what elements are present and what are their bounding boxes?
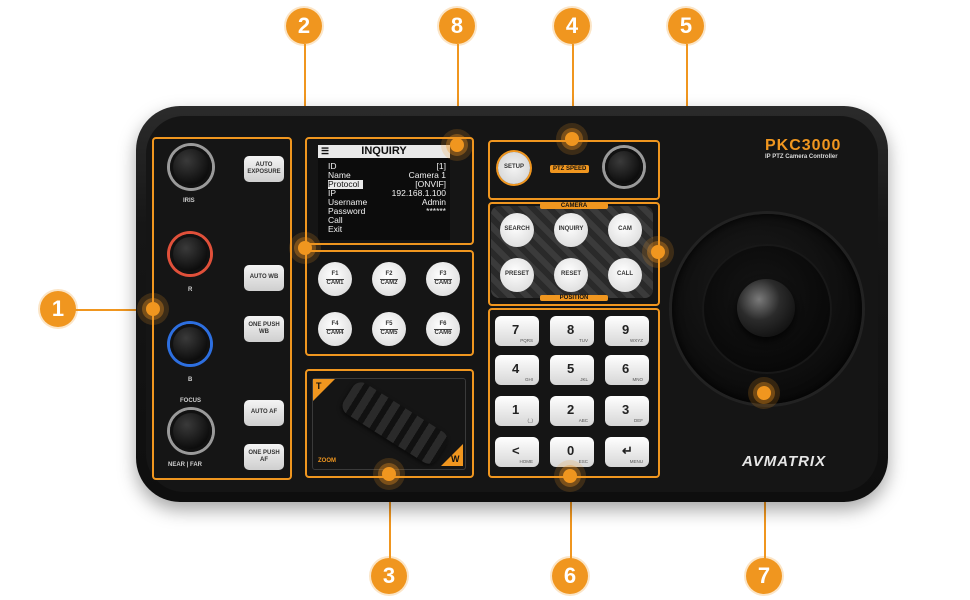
callout-5: 5	[668, 8, 704, 44]
iris-label: IRIS	[183, 198, 195, 204]
preset-button[interactable]: PRESET	[500, 258, 534, 292]
auto-wb-button[interactable]: AUTO WB	[244, 265, 284, 291]
screen-row-value: 192.168.1.100	[391, 188, 446, 198]
screen-row-key: Exit	[328, 224, 343, 234]
menu-icon: ☰	[321, 146, 330, 156]
key-enter-menu[interactable]: ↵MENU	[605, 437, 649, 467]
zoom-t-marker	[313, 379, 335, 401]
ptz-speed-knob[interactable]	[605, 148, 643, 186]
b-label: B	[188, 377, 193, 383]
model-name: PKC3000	[765, 137, 842, 154]
focus-label: FOCUS	[180, 398, 201, 404]
lcd-screen: ☰INQUIRY ID [1] Name Camera 1 Protocol [ONV…	[318, 145, 450, 240]
setup-button[interactable]: SETUP	[498, 152, 530, 184]
search-button[interactable]: SEARCH	[500, 213, 534, 247]
screen-row-key: IP	[328, 188, 337, 198]
one-push-af-button[interactable]: ONE PUSH AF	[244, 444, 284, 470]
screen-title: ☰INQUIRY	[318, 145, 450, 158]
one-push-wb-button[interactable]: ONE PUSH WB	[244, 316, 284, 342]
focus-knob[interactable]	[170, 410, 212, 452]
key-1[interactable]: 1(_)	[495, 396, 539, 426]
callout-3: 3	[371, 558, 407, 594]
brand-logo: AVMATRIX	[742, 453, 827, 470]
callout-1: 1	[40, 291, 76, 327]
cam-button[interactable]: CAM	[608, 213, 642, 247]
near-far-label: NEAR | FAR	[168, 462, 203, 468]
screen-row-value: ******	[426, 206, 446, 216]
callout-8: 8	[439, 8, 475, 44]
zoom-w-marker	[441, 444, 463, 466]
camera-title: CAMERA	[540, 203, 608, 209]
position-footer: POSITION	[540, 295, 608, 301]
callout-4: 4	[554, 8, 590, 44]
section-8-outline	[305, 137, 474, 245]
joystick[interactable]	[737, 279, 795, 337]
model-subtitle: IP PTZ Camera Controller	[765, 154, 838, 160]
key-back-home[interactable]: <HOME	[495, 437, 539, 467]
section-7-marker	[757, 386, 771, 400]
zoom-label: ZOOM	[318, 458, 336, 464]
callout-7: 7	[746, 558, 782, 594]
section-3-marker	[382, 467, 396, 481]
screen-row-key: Name	[328, 170, 351, 180]
screen-row-value: [ONVIF]	[415, 179, 446, 189]
r-label: R	[188, 287, 193, 293]
screen-row-key: ID	[328, 161, 337, 171]
screen-row-key: Username	[328, 197, 368, 207]
section-8-marker	[450, 138, 464, 152]
section-6-marker	[563, 469, 577, 483]
screen-row-key-selected: Protocol	[328, 180, 364, 189]
screen-row-value: [1]	[436, 161, 446, 171]
section-2-marker	[298, 241, 312, 255]
call-button[interactable]: CALL	[608, 258, 642, 292]
ptz-speed-label: PTZ SPEED	[550, 165, 590, 173]
iris-knob[interactable]	[170, 146, 212, 188]
callout-6: 6	[552, 558, 588, 594]
auto-af-button[interactable]: AUTO AF	[244, 400, 284, 426]
section-5-marker	[651, 245, 665, 259]
auto-exposure-button[interactable]: AUTO EXPOSURE	[244, 156, 284, 182]
section-2-outline	[305, 250, 474, 356]
callout-2: 2	[286, 8, 322, 44]
b-gain-knob[interactable]	[170, 324, 210, 364]
inquiry-button[interactable]: INQUIRY	[554, 213, 588, 247]
screen-row-key: Password	[328, 206, 366, 216]
section-1-marker	[146, 302, 160, 316]
screen-row-value: Admin	[421, 197, 446, 207]
section-4-marker	[565, 132, 579, 146]
r-gain-knob[interactable]	[170, 234, 210, 274]
zoom-t-label: T	[316, 381, 322, 391]
screen-row-value: Camera 1	[408, 170, 446, 180]
zoom-w-label: W	[451, 454, 460, 464]
reset-button[interactable]: RESET	[554, 258, 588, 292]
screen-row-key: Call	[328, 215, 343, 225]
